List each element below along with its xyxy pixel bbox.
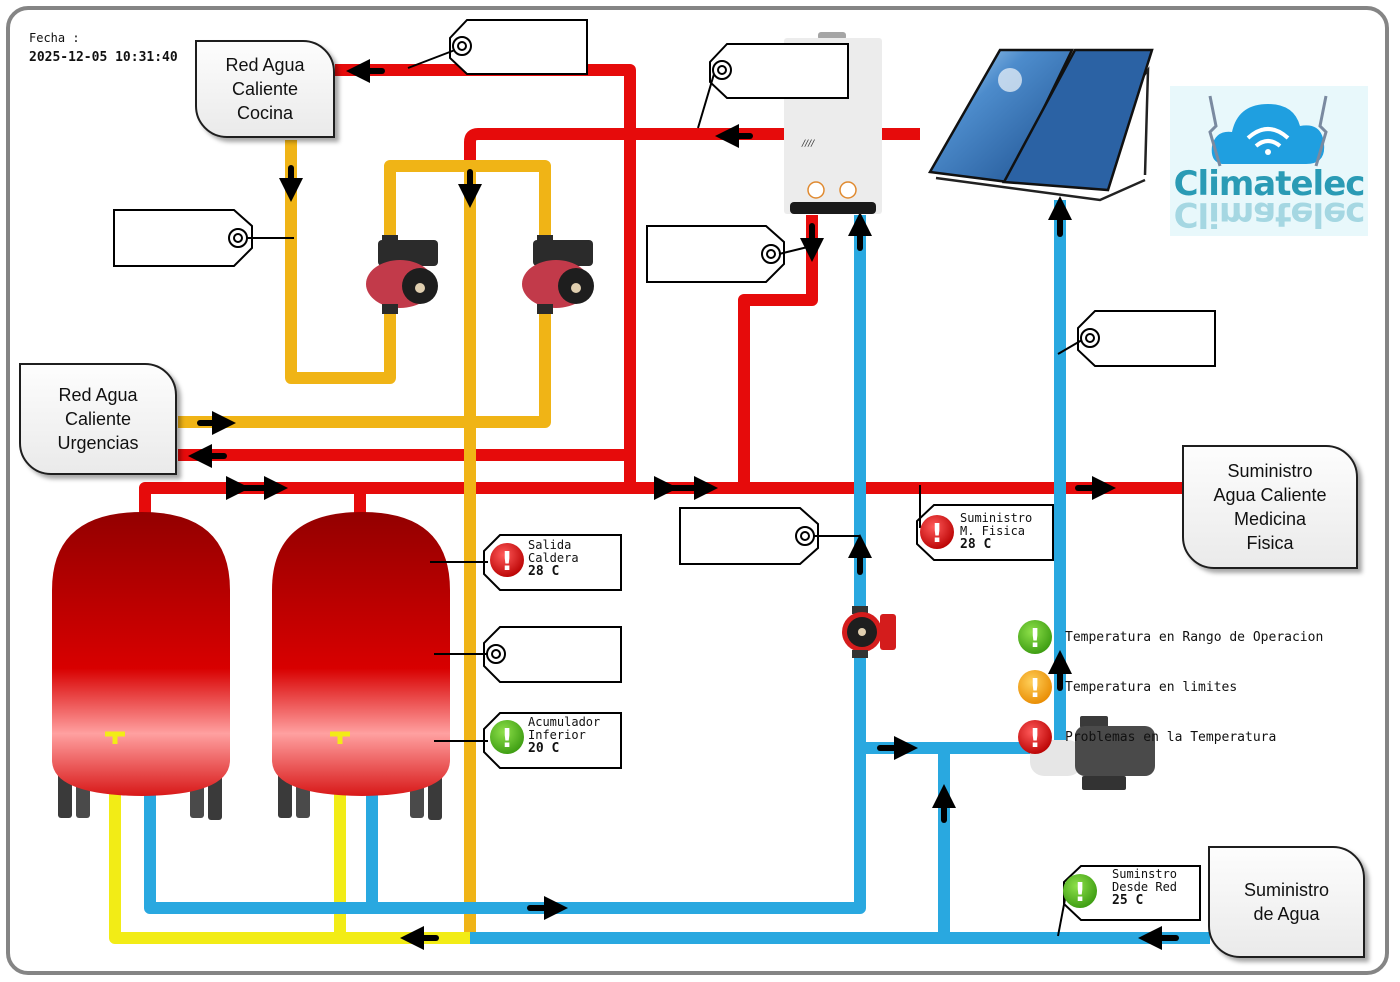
svg-text:!: ! [1029,624,1041,654]
legend-problem-icon [1018,720,1052,754]
legend-warning-label: Temperatura en limites [1065,680,1238,695]
sensor-name-line2: Desde Red [1112,880,1178,894]
storage-tank-2[interactable] [272,512,450,820]
legend-warning-icon [1018,670,1052,704]
logo-brand-name: Climatelec [1173,164,1366,204]
sensor-name-line2: Inferior [528,728,586,742]
solar-collector[interactable] [927,48,1154,202]
empty-tag-solar-feed[interactable] [1057,310,1216,367]
sensor-name-line2: Caldera [528,551,579,565]
sensor-name-line1: Suministro [960,511,1033,525]
cloud-wifi-icon [1208,95,1328,167]
booster-pump-icon [1075,726,1155,776]
legend-problem-label: Problemas en la Temperatura [1065,730,1277,745]
status-ok-icon [490,720,524,754]
storage-tank-icon [52,512,230,796]
svg-text:!: ! [1074,878,1086,908]
svg-text:!: ! [501,724,513,754]
hmi-frame [6,6,1389,975]
hot-pipes [139,64,1182,515]
empty-tag-cold-return[interactable] [679,507,860,565]
pipe-main-hot-header [139,482,1182,515]
sensor-tag-suministro-m-fisica[interactable]: ! [916,485,1054,561]
circulator-pump-2[interactable] [522,235,594,314]
date-value: 2025-12-05 10:31:40 [29,50,178,65]
sensor-name-line1: Suminstro [1112,867,1178,881]
pump-control-box [533,240,593,266]
legend-ok-icon [1018,620,1052,654]
svg-text:!: ! [931,519,943,549]
sensor-name-line2: M. Fisica [960,524,1026,538]
svg-text:!: ! [501,547,513,577]
legend-ok-label: Temperatura en Rango de Operacion [1065,630,1324,645]
svg-text:!: ! [1029,724,1041,754]
svg-text:////: //// [801,139,815,149]
climatelec-logo: Climatelec Climatelec [1170,86,1368,236]
empty-sensor-tags [113,19,1216,683]
logo-brand-reflection: Climatelec [1173,194,1365,234]
sensor-name-line1: Acumulador [528,715,601,729]
sensor-tag-salida-caldera[interactable]: ! [430,534,622,591]
storage-tank-1[interactable] [52,512,230,820]
recirculation-pipes [178,140,551,938]
dest-suministro-medicina-fisica[interactable]: Suministro Agua Caliente Medicina Fisica [1182,445,1358,569]
status-problem-icon [490,543,524,577]
empty-tag-heater-down[interactable] [646,225,821,283]
pipe-urgencias-supply [178,310,551,428]
pipe-kitchen-return [285,140,396,384]
empty-tag-heater-outlet[interactable] [697,43,849,129]
dest-suministro-de-agua[interactable]: Suministro de Agua [1208,846,1365,958]
flow-arrows [188,59,1179,950]
dest-red-agua-caliente-cocina[interactable]: Red Agua Caliente Cocina [195,40,335,138]
sensor-tag-suministro-desde-red[interactable]: ! [1057,865,1201,937]
pipe-heater-outlet [464,128,920,200]
pump-control-box [378,240,438,266]
sensor-value: 28 C [528,564,560,579]
sensor-value: 28 C [960,537,992,552]
sensor-name-line1: Salida [528,538,572,552]
dest-red-agua-caliente-urgencias[interactable]: Red Agua Caliente Urgencias [19,363,177,475]
sensor-tag-acumulador-inferior[interactable]: ! [434,712,622,769]
booster-pump[interactable] [1030,716,1155,790]
status-ok-icon [1063,874,1097,908]
pipe-coil-1 [109,740,470,944]
storage-tank-icon [272,512,450,796]
legend-icons: ! ! ! [1018,620,1052,754]
date-label: Fecha : [29,31,80,45]
sensor-value: 20 C [528,741,560,756]
sensor-value: 25 C [1112,893,1144,908]
empty-tag-kitchen-return[interactable] [113,209,294,267]
solar-panel-right [1001,48,1154,192]
empty-tag-tank-middle[interactable] [434,626,622,683]
circulator-pump-3[interactable] [842,606,896,658]
pipe-kitchen-supply [335,64,636,488]
svg-text:!: ! [1029,674,1041,704]
status-problem-icon [920,515,954,549]
empty-tag-kitchen-pipe[interactable] [407,19,588,75]
circulator-pump-1[interactable] [366,235,438,314]
